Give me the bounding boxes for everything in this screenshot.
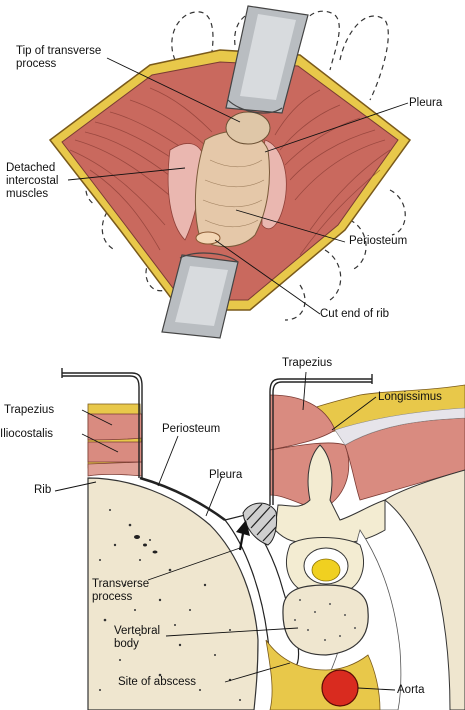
cut-rib-end xyxy=(195,231,221,245)
rib-bone-section xyxy=(87,477,259,710)
lower-retractor xyxy=(161,252,239,339)
transverse-process-tip xyxy=(225,111,271,145)
left-iliocostalis xyxy=(87,441,143,463)
label-periosteum-top: Periosteum xyxy=(349,235,408,247)
label-trapezius-right: Trapezius xyxy=(282,357,333,369)
right-trapezius xyxy=(269,394,336,451)
label-iliocostalis: Iliocostalis xyxy=(0,428,54,440)
label-periosteum-bottom: Periosteum xyxy=(162,423,221,435)
label-tip-transverse-process: Tip of transverse process xyxy=(16,45,102,70)
vertebral-body xyxy=(282,584,369,656)
vertebral-stipple xyxy=(294,599,356,641)
transverse-process-cut xyxy=(242,502,278,546)
label-detached-intercostal-muscles: Detached intercostal muscles xyxy=(6,162,59,200)
right-fascia xyxy=(334,407,465,446)
label-aorta: Aorta xyxy=(397,684,425,696)
label-trapezius-left: Trapezius xyxy=(4,404,55,416)
label-longissimus: Longissimus xyxy=(378,391,442,403)
top-leader-lines xyxy=(67,57,409,315)
approach-arrow-head xyxy=(236,520,250,536)
label-pleura-bottom: Pleura xyxy=(209,469,243,481)
label-vertebral-body: Vertebral body xyxy=(114,625,161,650)
right-retractor xyxy=(269,374,373,505)
label-cut-end-of-rib: Cut end of rib xyxy=(320,308,390,320)
detached-muscle-flap xyxy=(167,143,206,241)
left-trapezius xyxy=(87,413,143,441)
label-rib: Rib xyxy=(34,484,52,496)
label-site-of-abscess: Site of abscess xyxy=(118,676,196,688)
spinal-cord xyxy=(311,558,341,582)
bottom-leader-lines xyxy=(54,371,396,691)
periosteum-striations xyxy=(202,159,265,228)
upper-retractor xyxy=(225,5,309,114)
bottom-panel-cross-section xyxy=(54,368,465,710)
left-rib-muscle xyxy=(87,461,143,477)
transverse-hatching xyxy=(246,503,277,542)
left-retractor xyxy=(61,368,143,478)
aorta xyxy=(321,669,359,707)
bone-stipple xyxy=(99,509,241,701)
label-transverse-process: Transverse process xyxy=(92,578,150,603)
bone-cavities xyxy=(134,535,158,554)
right-rib xyxy=(384,469,465,710)
pleura-line xyxy=(139,476,226,522)
top-panel-surgical-view xyxy=(48,5,412,339)
label-pleura-top: Pleura xyxy=(409,97,443,109)
